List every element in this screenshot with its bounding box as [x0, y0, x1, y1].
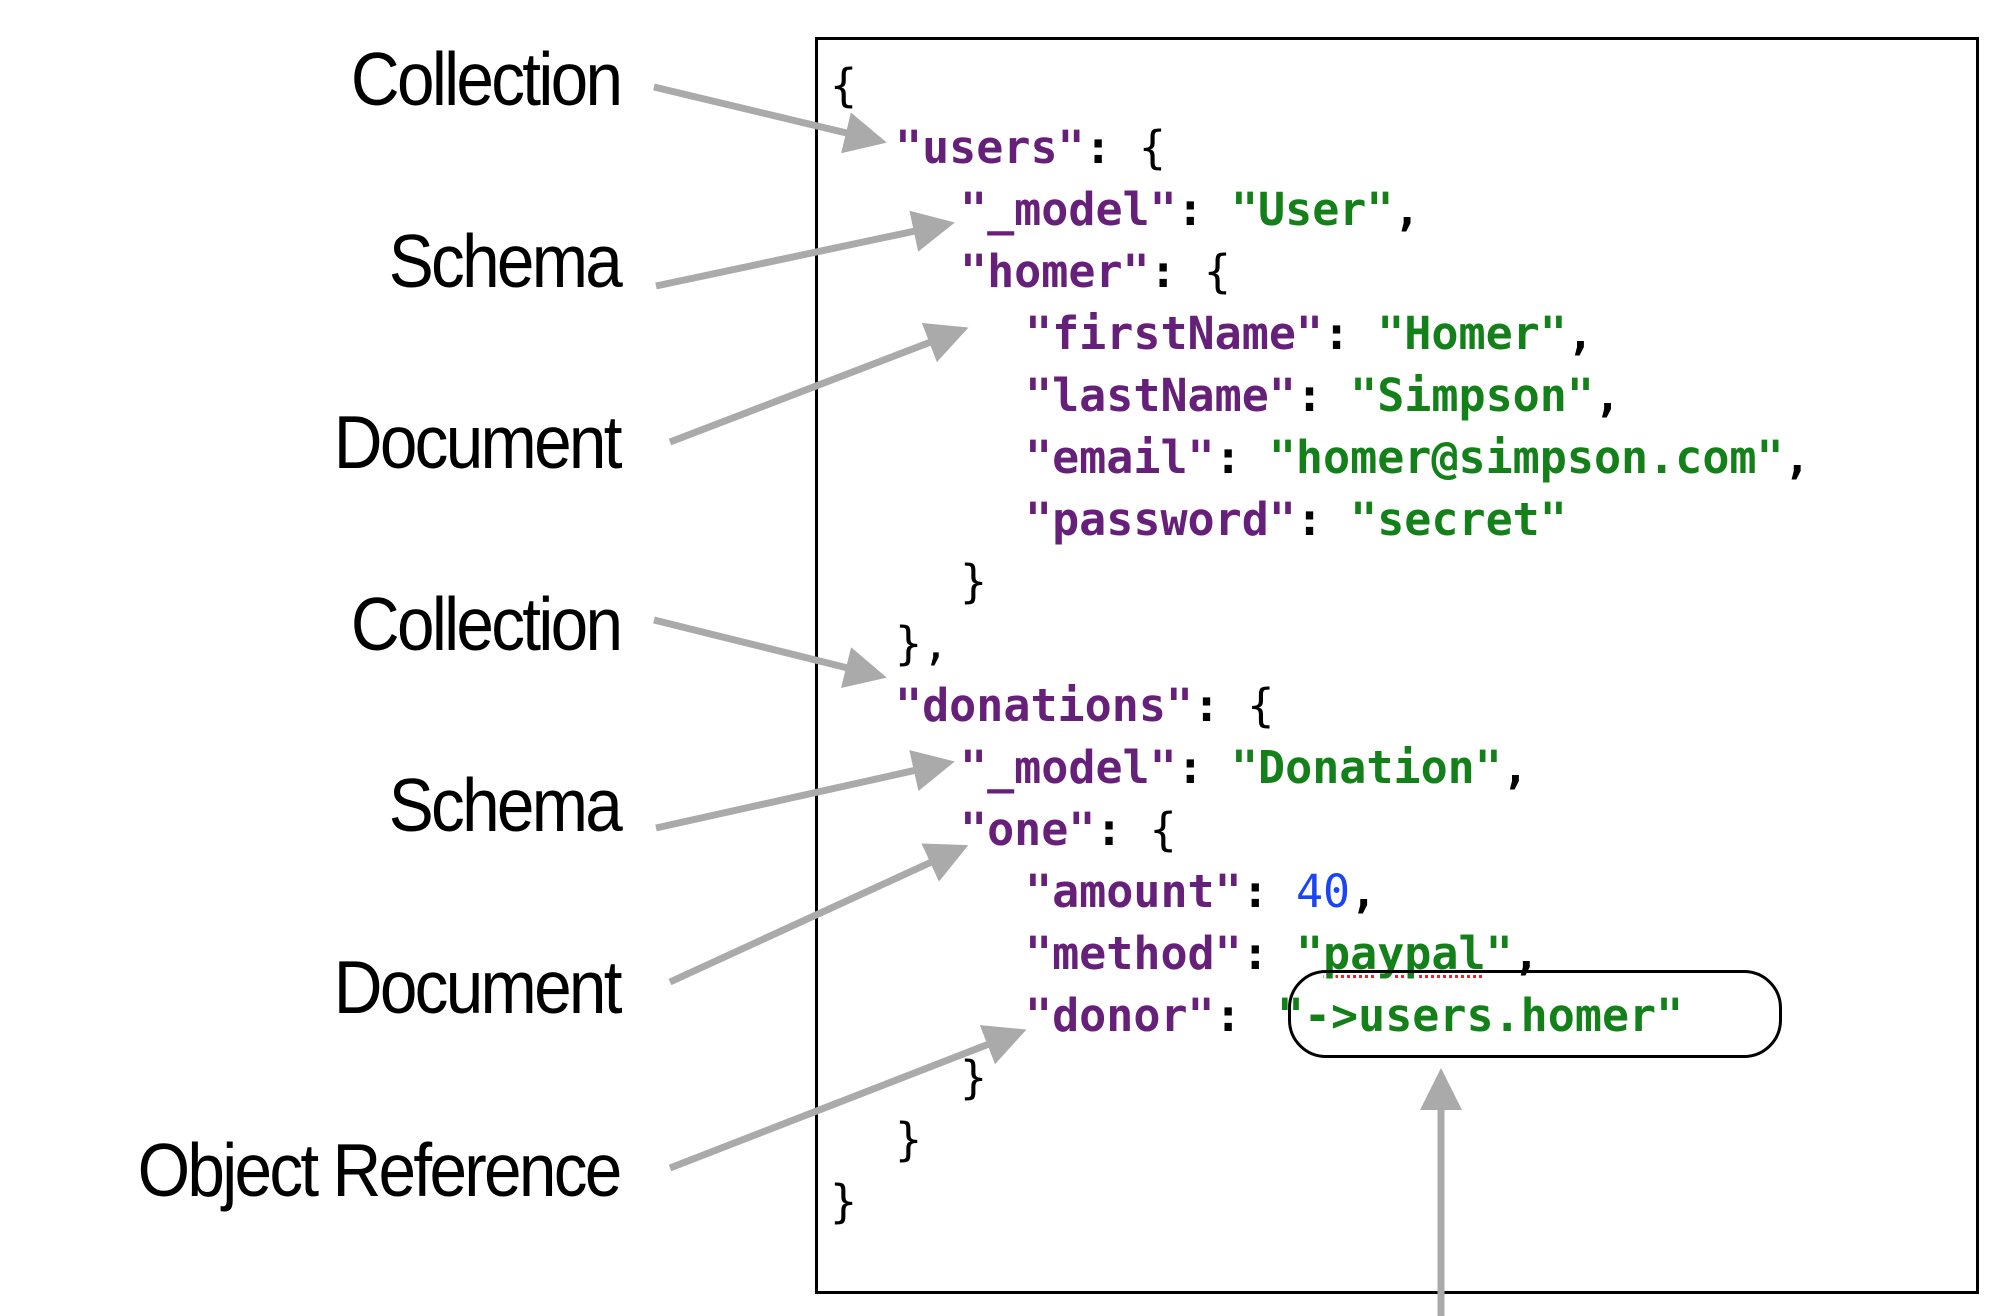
brace: {: [1247, 679, 1275, 732]
key-users: "users": [895, 121, 1085, 174]
code-line-donor: "donor": "->users.homer": [1025, 985, 1683, 1047]
comma: ,: [1566, 307, 1594, 360]
code-line-one: "one": {: [960, 799, 1177, 861]
comma: ,: [1393, 183, 1421, 236]
key-password: "password": [1025, 493, 1296, 546]
comma: ,: [1350, 865, 1378, 918]
comma: ,: [1501, 741, 1529, 794]
label-collection-donations: Collection: [350, 582, 623, 666]
brace: }: [960, 1051, 988, 1104]
label-document-homer: Document: [333, 400, 623, 484]
key-donor: "donor": [1025, 989, 1215, 1042]
code-line-firstname: "firstName": "Homer",: [1025, 303, 1594, 365]
code-line-users-close: },: [895, 613, 949, 675]
key-email: "email": [1025, 431, 1215, 484]
key-amount: "amount": [1025, 865, 1242, 918]
code-line-root-open: {: [830, 55, 857, 117]
brace: {: [1138, 121, 1166, 174]
reference-callout-outline: [1288, 970, 1782, 1058]
colon: :: [1214, 431, 1269, 484]
key-lastname: "lastName": [1025, 369, 1296, 422]
value-password: "secret": [1350, 493, 1567, 546]
colon: :: [1295, 369, 1351, 422]
key-one: "one": [960, 803, 1096, 856]
key-homer: "homer": [960, 245, 1150, 298]
code-line-password: "password": "secret": [1025, 489, 1567, 551]
colon: :: [1214, 989, 1269, 1042]
code-line-lastname: "lastName": "Simpson",: [1025, 365, 1621, 427]
label-document-one: Document: [333, 945, 623, 1029]
code-line-donations-model: "_model": "Donation",: [960, 737, 1529, 799]
brace: {: [830, 59, 858, 112]
colon: :: [1095, 803, 1150, 856]
value-lastname: "Simpson": [1350, 369, 1594, 422]
code-line-one-close: }: [960, 1047, 987, 1109]
comma: ,: [1593, 369, 1622, 422]
colon: :: [1193, 679, 1248, 732]
code-line-users: "users": {: [895, 117, 1166, 179]
brace: }: [895, 1113, 923, 1166]
code-line-root-close: }: [830, 1171, 857, 1233]
code-line-donations: "donations": {: [895, 675, 1274, 737]
code-line-homer-close: }: [960, 551, 987, 613]
comma: ,: [1783, 431, 1811, 484]
code-line-homer: "homer": {: [960, 241, 1231, 303]
colon: :: [1241, 927, 1296, 980]
brace: {: [1203, 245, 1231, 298]
colon: :: [1176, 741, 1231, 794]
value-email: "homer@simpson.com": [1268, 431, 1784, 484]
code-line-amount: "amount": 40,: [1025, 861, 1377, 923]
label-object-reference: Object Reference: [137, 1128, 623, 1212]
colon: :: [1323, 307, 1378, 360]
brace: }: [830, 1175, 858, 1228]
label-schema-donation: Schema: [388, 763, 623, 847]
colon: :: [1084, 121, 1139, 174]
code-line-users-model: "_model": "User",: [960, 179, 1421, 241]
brace: }: [960, 555, 988, 608]
colon: :: [1241, 865, 1296, 918]
label-schema-user: Schema: [388, 219, 623, 303]
code-line-email: "email": "homer@simpson.com",: [1025, 427, 1811, 489]
key-model: "_model": [960, 183, 1177, 236]
colon: :: [1295, 493, 1351, 546]
key-firstname: "firstName": [1025, 307, 1324, 360]
key-model: "_model": [960, 741, 1177, 794]
colon: :: [1149, 245, 1204, 298]
key-method: "method": [1025, 927, 1242, 980]
value-donation: "Donation": [1230, 741, 1502, 794]
colon: :: [1176, 183, 1231, 236]
label-collection-users: Collection: [350, 37, 623, 121]
value-donor-reference: "->users.homer": [1276, 989, 1684, 1042]
value-user: "User": [1230, 183, 1394, 236]
value-firstname: "Homer": [1377, 307, 1567, 360]
value-amount: 40: [1295, 865, 1351, 918]
brace: },: [895, 617, 950, 670]
key-donations: "donations": [895, 679, 1194, 732]
brace: {: [1149, 803, 1177, 856]
code-line-donations-close: }: [895, 1109, 922, 1171]
